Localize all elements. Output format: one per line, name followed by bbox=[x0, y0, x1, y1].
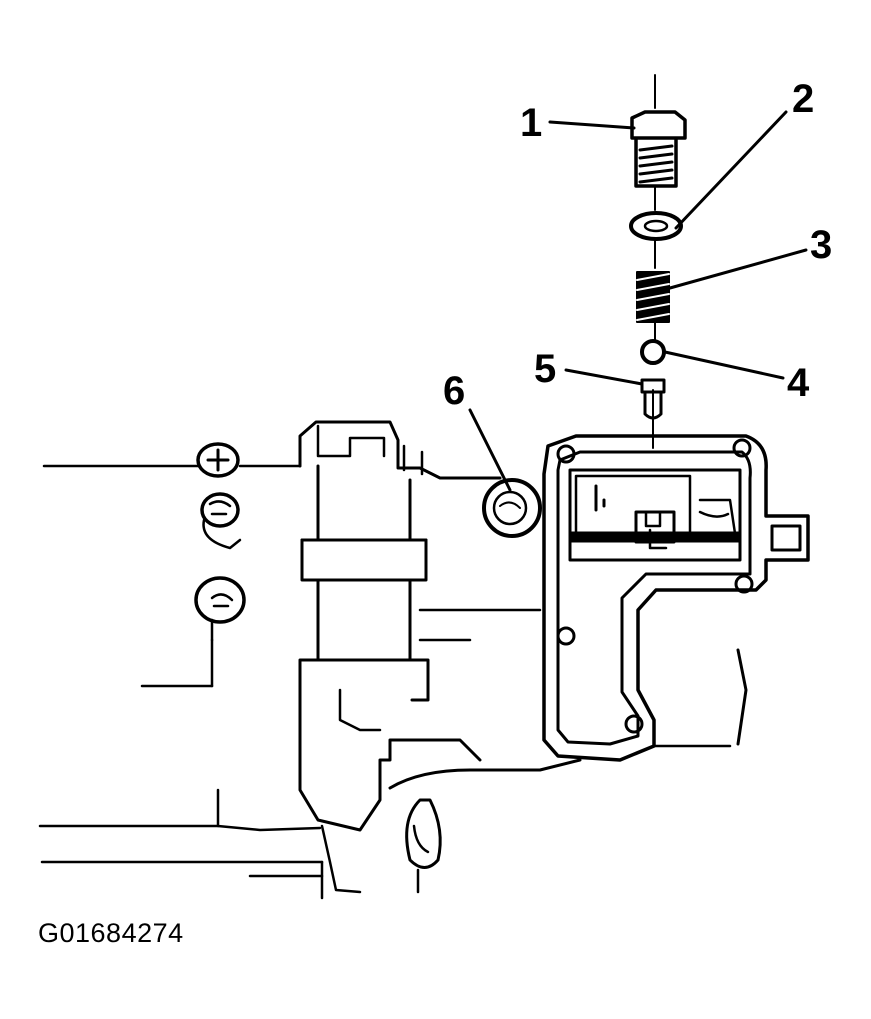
callout-5: 5 bbox=[534, 347, 556, 391]
exploded-parts-stack bbox=[629, 74, 687, 449]
callout-4: 4 bbox=[787, 361, 810, 405]
plunger-part bbox=[640, 378, 666, 420]
leader-6 bbox=[468, 408, 512, 492]
left-bolts bbox=[194, 442, 246, 642]
callout-3: 3 bbox=[810, 223, 832, 267]
plug-6 bbox=[482, 478, 542, 538]
cover-gasket bbox=[542, 434, 810, 762]
callout-1: 1 bbox=[520, 101, 542, 145]
callout-numbers: 1 2 3 4 5 6 bbox=[443, 77, 832, 413]
callout-leaders bbox=[468, 110, 808, 492]
spring-part bbox=[636, 271, 670, 341]
cover-window bbox=[568, 468, 742, 562]
washer-part bbox=[629, 211, 683, 269]
leader-3 bbox=[668, 248, 808, 290]
o-ring-part bbox=[640, 339, 666, 365]
transmission-housing bbox=[38, 420, 810, 900]
figure-id-label: G01684274 bbox=[38, 918, 184, 948]
callout-2: 2 bbox=[792, 77, 814, 121]
leader-4 bbox=[663, 350, 785, 380]
callout-6: 6 bbox=[443, 369, 465, 413]
plug-bolt-part bbox=[630, 110, 687, 211]
leader-1 bbox=[548, 120, 636, 130]
leader-5 bbox=[564, 368, 644, 386]
leader-2 bbox=[674, 110, 788, 230]
